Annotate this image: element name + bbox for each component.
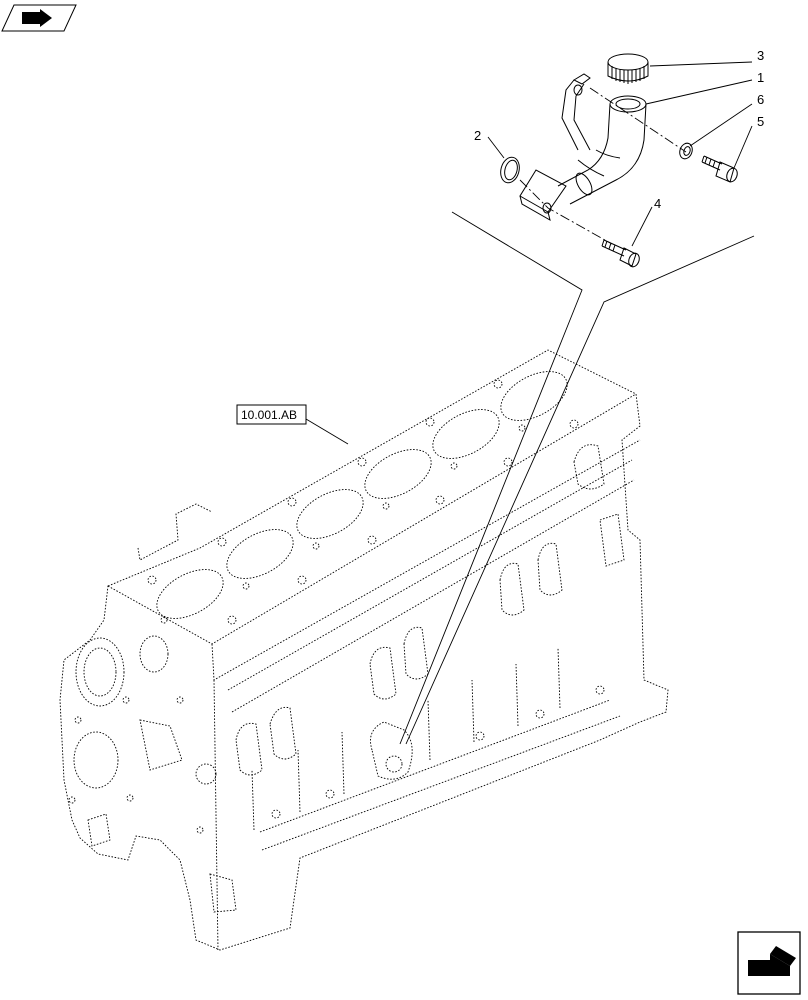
callout-4-label: 4 bbox=[654, 196, 661, 211]
callout-5-label: 5 bbox=[757, 114, 764, 129]
callout-1-label: 1 bbox=[757, 70, 764, 85]
o-ring-part bbox=[500, 156, 520, 184]
callout-2: 2 bbox=[474, 128, 505, 159]
callout-1: 1 bbox=[645, 70, 764, 105]
callout-6: 6 bbox=[689, 92, 764, 147]
callout-6-label: 6 bbox=[757, 92, 764, 107]
next-page-arrow-icon[interactable] bbox=[737, 931, 801, 995]
engine-block bbox=[59, 349, 669, 951]
reference-callout[interactable]: 10.001.AB bbox=[236, 404, 349, 445]
filler-tube-part bbox=[519, 73, 647, 222]
washer-part bbox=[679, 142, 693, 160]
detail-zoom-lines bbox=[399, 211, 755, 745]
screw-5-part bbox=[701, 155, 738, 183]
callout-2-label: 2 bbox=[474, 128, 481, 143]
cap-part bbox=[607, 53, 649, 84]
reference-label[interactable]: 10.001.AB bbox=[241, 408, 297, 422]
callout-4: 4 bbox=[631, 196, 661, 247]
book-arrow-icon[interactable] bbox=[1, 4, 77, 32]
callout-5: 5 bbox=[733, 114, 764, 169]
callout-3: 3 bbox=[649, 48, 764, 67]
breather-assembly bbox=[500, 53, 738, 268]
screw-4-part bbox=[601, 239, 640, 268]
callout-3-label: 3 bbox=[757, 48, 764, 63]
